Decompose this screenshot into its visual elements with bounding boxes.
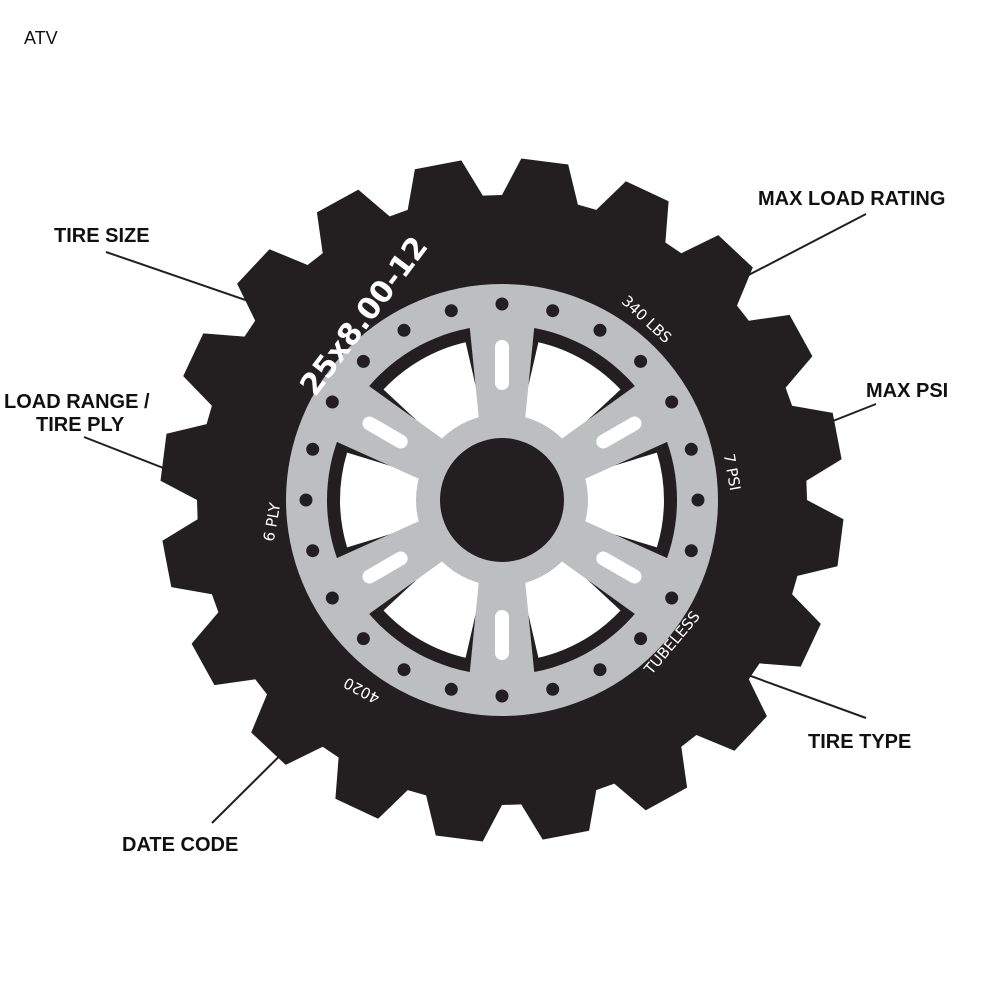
callout-max-load-rating: MAX LOAD RATING [758,188,945,210]
rim-bolt [665,395,679,409]
rim-bolt [325,591,339,605]
wheel-window [383,554,484,658]
rim-bolt [665,591,679,605]
rim-bolt [684,544,698,558]
callout-date-code: DATE CODE [122,834,238,856]
spoke-slot [495,340,509,390]
rim-bolt [634,632,648,646]
rim-bolt [397,323,411,337]
rim-bolt [684,442,698,456]
wheel-spoke [468,570,536,690]
callout-load-range: LOAD RANGE / [4,391,150,413]
leader-lines [83,213,877,824]
wheel-hub-hole [440,438,564,562]
callout-tire-size: TIRE SIZE [54,225,150,247]
callout-tire-type: TIRE TYPE [808,731,911,753]
rim-bolt [299,493,313,507]
rim-bolt [306,544,320,558]
spoke-slot [362,416,408,449]
leader-tire-type [692,654,867,719]
wheel-window [383,342,484,446]
wheel-spoke [551,515,684,625]
wheel-windows [340,342,664,658]
leader-tire-size [105,251,319,326]
rim-bolt [325,395,339,409]
rim-bolt [691,493,705,507]
spoke-slot [596,551,642,584]
rim-bolt [397,663,411,677]
wheel-window [340,452,426,548]
wheel-spoke [551,375,684,485]
leader-date-code [211,695,341,824]
spoke-slot [362,551,408,584]
rim-bolt [593,663,607,677]
wheel-spoke [320,375,453,485]
wheel-spoke [320,515,453,625]
spoke-slot [495,610,509,660]
callout-tire-ply: TIRE PLY [36,414,125,436]
wheel-window [578,452,664,548]
rim-bolt [546,304,560,318]
spoke-slot [596,416,642,449]
rim-bolt [356,354,370,368]
leader-max-psi [743,403,877,457]
rim-bolt [356,632,370,646]
rim-bolt [444,682,458,696]
leader-load-range [83,436,249,502]
wheel-window [520,554,621,658]
rim-bolt [444,304,458,318]
callout-max-psi: MAX PSI [866,380,948,402]
rim-bolt [495,297,509,311]
rim-bolt [546,682,560,696]
rim-bolt [634,354,648,368]
rim-bolt [593,323,607,337]
rim-bolts [299,297,705,703]
wheel-spoke [468,310,536,430]
leader-max-load [665,213,867,319]
rim-bolt [306,442,320,456]
page-label: ATV [24,28,58,48]
rim-bolt [495,689,509,703]
wheel-window [520,342,621,446]
wheel-spokes [320,310,684,690]
